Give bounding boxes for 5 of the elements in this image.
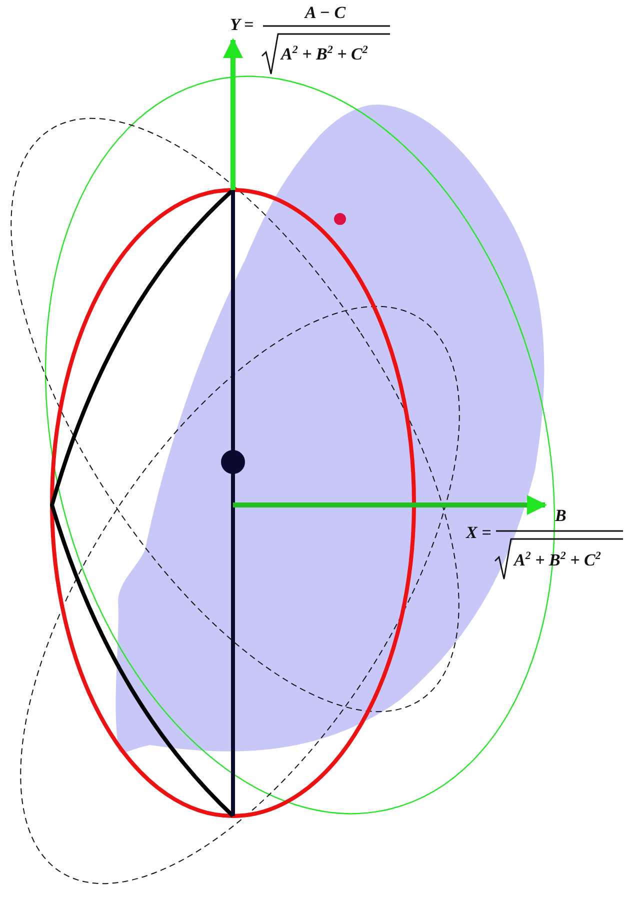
formula-term: A − C — [305, 4, 346, 21]
formula-term: A$^{2}$ + B$^{2}$ + C$^{2}$ — [281, 45, 368, 63]
formula-term: B — [555, 507, 566, 524]
axis-formula-label: Y = — [230, 16, 254, 33]
axis-formula-label: X = — [466, 524, 492, 541]
